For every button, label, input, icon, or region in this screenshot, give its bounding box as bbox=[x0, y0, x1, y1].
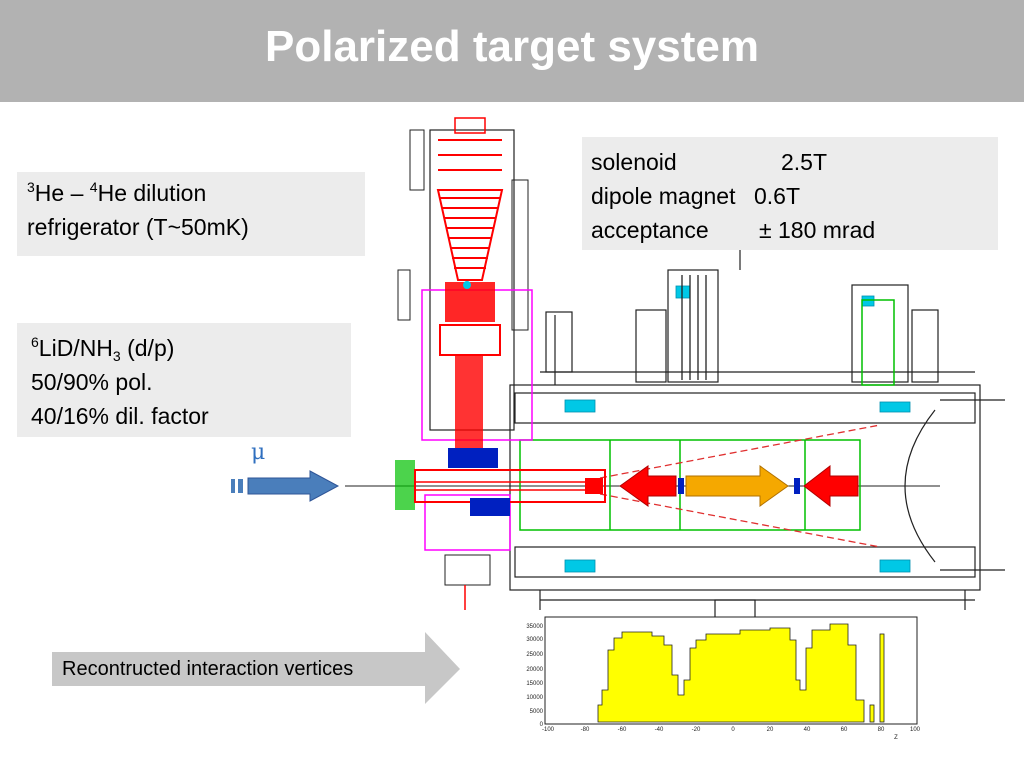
material-dilution: 40/16% dil. factor bbox=[31, 403, 209, 429]
x-tick: 60 bbox=[841, 727, 848, 733]
x-axis-label: Z bbox=[894, 735, 898, 741]
x-tick: 40 bbox=[804, 727, 811, 733]
dilution-refrigerator bbox=[395, 117, 606, 610]
x-tick: -20 bbox=[692, 727, 701, 733]
y-tick: 20000 bbox=[526, 667, 543, 673]
x-tick: -80 bbox=[581, 727, 590, 733]
spec-row: acceptance ± 180 mrad bbox=[591, 213, 989, 247]
x-tick: -40 bbox=[655, 727, 664, 733]
y-tick: 35000 bbox=[526, 624, 543, 630]
coil-cyan bbox=[564, 285, 911, 573]
x-tick: 0 bbox=[731, 727, 735, 733]
magnet-specs-box: solenoid 2.5T dipole magnet 0.6T accepta… bbox=[582, 137, 998, 250]
y-tick: 25000 bbox=[526, 652, 543, 658]
spec-value: 0.6T bbox=[754, 183, 801, 209]
y-tick: 5000 bbox=[530, 709, 544, 715]
spec-value: 2.5T bbox=[781, 149, 828, 175]
histogram-bars bbox=[597, 623, 865, 723]
y-tick: 0 bbox=[540, 722, 544, 728]
y-tick: 30000 bbox=[526, 637, 543, 643]
spec-value: ± 180 mrad bbox=[759, 217, 876, 243]
spec-name: acceptance bbox=[591, 217, 709, 243]
vertices-callout-arrow bbox=[52, 632, 460, 704]
x-tick: 20 bbox=[767, 727, 774, 733]
title-bar bbox=[0, 0, 1024, 102]
refrigerator-line-1: 3He – 4He dilution bbox=[27, 179, 207, 206]
dipole-coil-lines bbox=[681, 275, 707, 380]
spec-name: solenoid bbox=[591, 149, 677, 175]
muon-label: μ bbox=[251, 440, 266, 465]
vertex-histogram: 35000 30000 25000 20000 15000 10000 5000… bbox=[526, 616, 921, 741]
coil-green bbox=[519, 299, 895, 531]
slide-title: Polarized target system bbox=[265, 22, 759, 71]
refrigerator-line-2: refrigerator (T~50mK) bbox=[27, 214, 249, 240]
y-tick: 10000 bbox=[526, 695, 543, 701]
spec-row: dipole magnet 0.6T bbox=[591, 179, 989, 213]
x-tick: 80 bbox=[878, 727, 885, 733]
x-tick: -100 bbox=[542, 727, 555, 733]
x-tick: 100 bbox=[910, 727, 921, 733]
spec-name: dipole magnet bbox=[591, 183, 736, 209]
spec-row: solenoid 2.5T bbox=[591, 145, 989, 179]
x-tick: -60 bbox=[618, 727, 627, 733]
target-cell-arrows bbox=[619, 464, 859, 508]
material-polarization: 50/90% pol. bbox=[31, 369, 153, 395]
muon-beam-arrow bbox=[231, 470, 340, 502]
histogram-y-ticks: 35000 30000 25000 20000 15000 10000 5000… bbox=[526, 624, 543, 728]
target-material-box: 6LiD/NH3 (d/p) 50/90% pol. 40/16% dil. f… bbox=[17, 323, 351, 437]
material-formula: 6LiD/NH3 (d/p) bbox=[31, 334, 175, 364]
y-tick: 15000 bbox=[526, 681, 543, 687]
refrigerator-box: 3He – 4He dilution refrigerator (T~50mK) bbox=[17, 172, 365, 256]
vertices-label: Recontructed interaction vertices bbox=[62, 658, 354, 680]
magnet-housing bbox=[509, 250, 1005, 621]
histogram-x-ticks: -100 -80 -60 -40 -20 0 20 40 60 80 100 Z bbox=[542, 727, 921, 741]
